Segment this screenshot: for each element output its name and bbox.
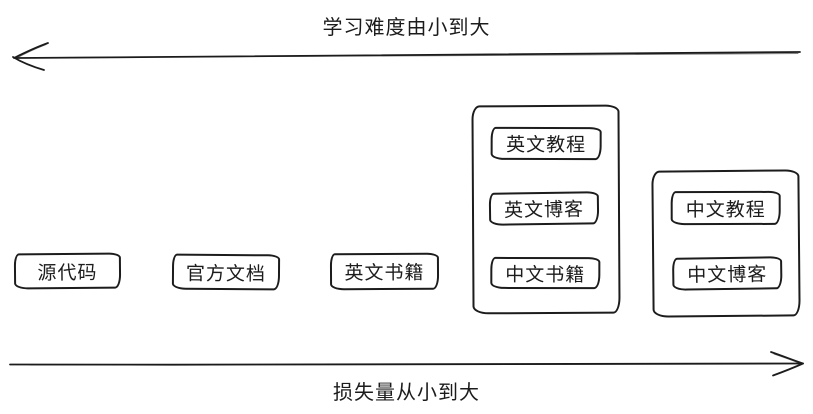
box-source-code-label: 源代码 (37, 262, 98, 284)
difficulty-axis-arrow-left-icon (12, 42, 801, 71)
box-english-blogs-label: 英文博客 (503, 199, 585, 222)
box-english-blogs: 英文博客 (488, 191, 600, 226)
box-english-tutorials: 英文教程 (490, 126, 602, 161)
box-chinese-tutorials-label: 中文教程 (685, 199, 766, 221)
group-chinese: 中文教程 中文博客 (651, 169, 801, 318)
box-chinese-blogs-label: 中文博客 (687, 264, 768, 287)
box-english-books: 英文书籍 (329, 252, 440, 291)
box-chinese-books: 中文书籍 (490, 256, 601, 290)
loss-axis-label: 损失量从小到大 (333, 382, 480, 404)
box-chinese-blogs: 中文博客 (672, 256, 783, 291)
group-english-mixed: 英文教程 英文博客 中文书籍 (471, 104, 621, 315)
box-source-code: 源代码 (13, 252, 122, 290)
loss-axis-arrow-right-icon (9, 351, 804, 377)
difficulty-axis-label: 学习难度由小到大 (322, 17, 491, 39)
box-english-books-label: 英文书籍 (344, 262, 425, 285)
box-official-docs-label: 官方文档 (185, 263, 267, 285)
box-official-docs: 官方文档 (171, 253, 281, 291)
box-chinese-tutorials: 中文教程 (670, 190, 781, 226)
box-chinese-books-label: 中文书籍 (505, 264, 586, 286)
box-english-tutorials-label: 英文教程 (506, 134, 587, 157)
